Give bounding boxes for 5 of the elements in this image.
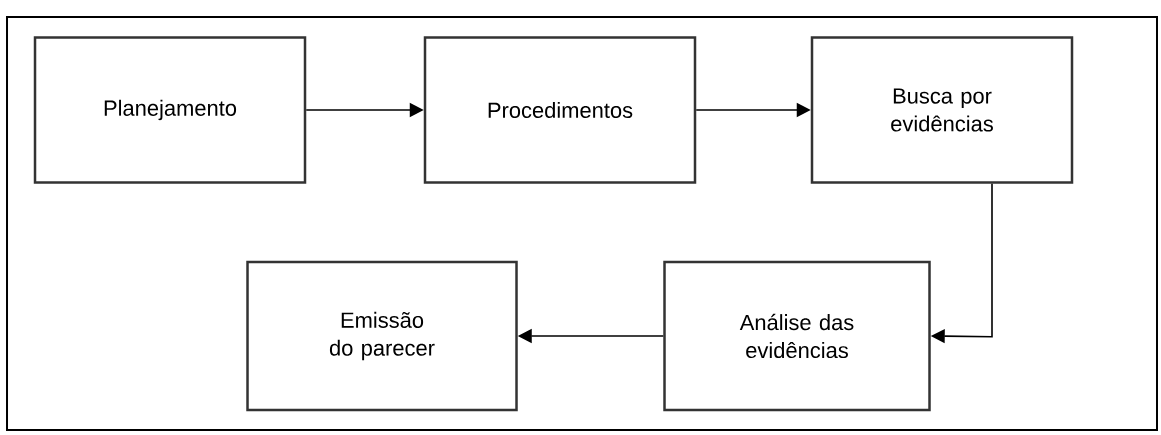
process-box: Planejamento [33,36,307,184]
process-box: Emissão do parecer [246,260,518,412]
process-box: Procedimentos [423,36,697,184]
process-box: Análise das evidências [663,260,931,412]
process-box: Busca por evidências [810,36,1074,184]
